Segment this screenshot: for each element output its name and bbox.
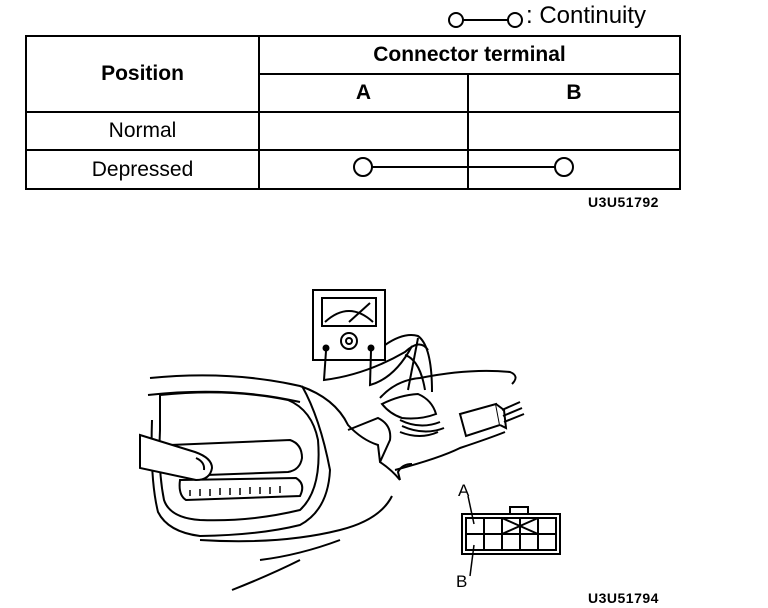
position-header: Position [25, 35, 260, 113]
finger-icon [139, 433, 214, 482]
terminal-b-header: B [467, 73, 681, 113]
connector-face-icon [461, 506, 561, 555]
legend: : Continuity [446, 2, 686, 32]
cell-depressed-b [467, 149, 681, 190]
illustration-figure-code: U3U51794 [588, 590, 659, 606]
terminal-a-header: A [258, 73, 469, 113]
table-figure-code: U3U51792 [588, 194, 659, 210]
terminal-b-label: B [456, 572, 468, 591]
cell-normal-a [258, 111, 469, 151]
continuity-mark [353, 157, 574, 177]
harness-connector-icon [458, 401, 525, 438]
terminal-b-dot [554, 157, 574, 177]
row-label-depressed: Depressed [25, 149, 260, 190]
connector-terminal-header: Connector terminal [258, 35, 681, 75]
continuity-table: Position Connector terminal A B Normal D… [25, 35, 681, 190]
ohmmeter-icon [312, 289, 386, 361]
table-row: Normal [25, 111, 681, 151]
continuity-symbol-icon [448, 12, 523, 28]
terminal-a-label: A [458, 481, 470, 500]
cell-normal-b [467, 111, 681, 151]
legend-label: : Continuity [526, 2, 647, 29]
row-label-normal: Normal [25, 111, 260, 151]
